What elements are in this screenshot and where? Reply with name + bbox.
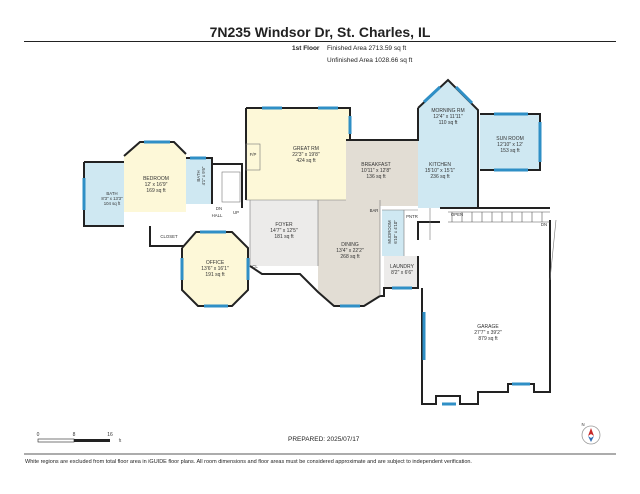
garage-area: 879 sq ft [478,336,498,342]
bedroom-area: 169 sq ft [146,188,166,194]
interior-lines [221,143,557,296]
garage-dims: 27'7" x 39'2" [474,330,502,336]
kitchen-dims: 15'10" x 15'1" [425,168,455,174]
footnote: White regions are excluded from total fl… [25,459,472,465]
office-dims: 13'6" x 16'1" [201,266,229,272]
scale-tick-16: 16 [107,432,113,438]
mudroom-fill [382,210,404,256]
breakfast-fill [346,140,418,206]
compass-north-label: N [581,422,584,427]
closet-cl-label: CL [252,264,258,269]
dining-fill [318,200,380,306]
closet-label: CLOSET [160,234,178,239]
great-room-dims: 22'3" x 19'8" [292,152,320,158]
mudroom-dims: 6'10" x 4'10" [393,220,398,244]
scale-tick-8: 8 [73,432,76,438]
page-title: 7N235 Windsor Dr, St. Charles, IL [209,24,431,40]
office-area: 191 sq ft [205,272,225,278]
kitchen-name: KITCHEN [429,162,451,168]
scale-unit: ft [119,438,122,443]
bedroom-name: BEDROOM [143,176,169,182]
breakfast-name: BREAKFAST [361,162,390,168]
unfinished-area: Unfinished Area 1028.66 sq ft [327,57,413,64]
stair-down-label: DN [216,206,222,211]
laundry-dims: 8'2" x 6'6" [391,270,413,276]
sun-room-area: 153 sq ft [500,148,520,154]
foyer-fill [250,200,318,266]
kitchen-fill [418,80,478,208]
morning-room-name: MORNING RM [431,108,464,114]
breakfast-dims: 10'11" x 12'8" [361,168,391,174]
mudroom-name: MUDROOM [387,220,392,244]
windows [82,85,542,406]
great-room-area: 424 sq ft [296,158,316,164]
breakfast-area: 136 sq ft [366,174,386,180]
stair-up-label: UP [233,210,239,215]
prepared-date: PREPARED: 2025/07/17 [288,436,360,443]
office-fill [182,232,248,306]
bedroom-fill [124,142,186,212]
foyer-area: 181 sq ft [274,234,294,240]
floor-label: 1st Floor [292,45,320,52]
title-divider [24,41,616,42]
laundry-name: LAUNDRY [390,264,414,270]
bath-name: BATH [106,191,117,196]
room-fills [84,80,540,306]
bath2-name: BATH [196,170,201,181]
stairs [448,211,550,223]
bath-area: 104 sq ft [104,201,121,206]
dining-area: 268 sq ft [340,254,360,260]
pantry-label: PNTR [406,214,418,219]
compass-icon: N [581,422,601,445]
hall-label: HALL [212,213,223,218]
sun-room-dims: 12'10" x 12' [497,142,523,148]
bath2-fill [186,158,212,204]
bar-label: BAR [370,208,379,213]
great-room-fill [246,108,350,200]
bath-dims: 8'3" x 13'3" [101,196,123,201]
office-name: OFFICE [206,260,225,266]
fireplace-label: F/P [250,152,257,157]
dining-name: DINING [341,242,359,248]
finished-area: Finished Area 2713.59 sq ft [327,45,407,52]
garage-name: GARAGE [477,324,499,330]
open-label: OPEN [451,212,463,217]
scale-bar: 0 8 16 ft [37,432,122,443]
bath-fill [84,162,124,226]
dining-dims: 13'4" x 22'2" [336,248,364,254]
great-room-name: GREAT RM [293,146,319,152]
garage-down-label: DN [541,222,547,227]
scale-tick-0: 0 [37,432,40,438]
foyer-dims: 14'7" x 12'5" [270,228,298,234]
bath2-dims: 4'1" x 9'6" [201,166,206,185]
sun-room-fill [480,114,540,170]
kitchen-area: 236 sq ft [430,174,450,180]
bedroom-dims: 12' x 16'9" [145,182,168,188]
morning-room-area: 110 sq ft [439,120,458,126]
sun-room-name: SUN ROOM [496,136,524,142]
morning-room-dims: 12'4" x 11'11" [433,114,463,120]
laundry-fill [384,256,418,288]
foyer-name: FOYER [275,222,293,228]
